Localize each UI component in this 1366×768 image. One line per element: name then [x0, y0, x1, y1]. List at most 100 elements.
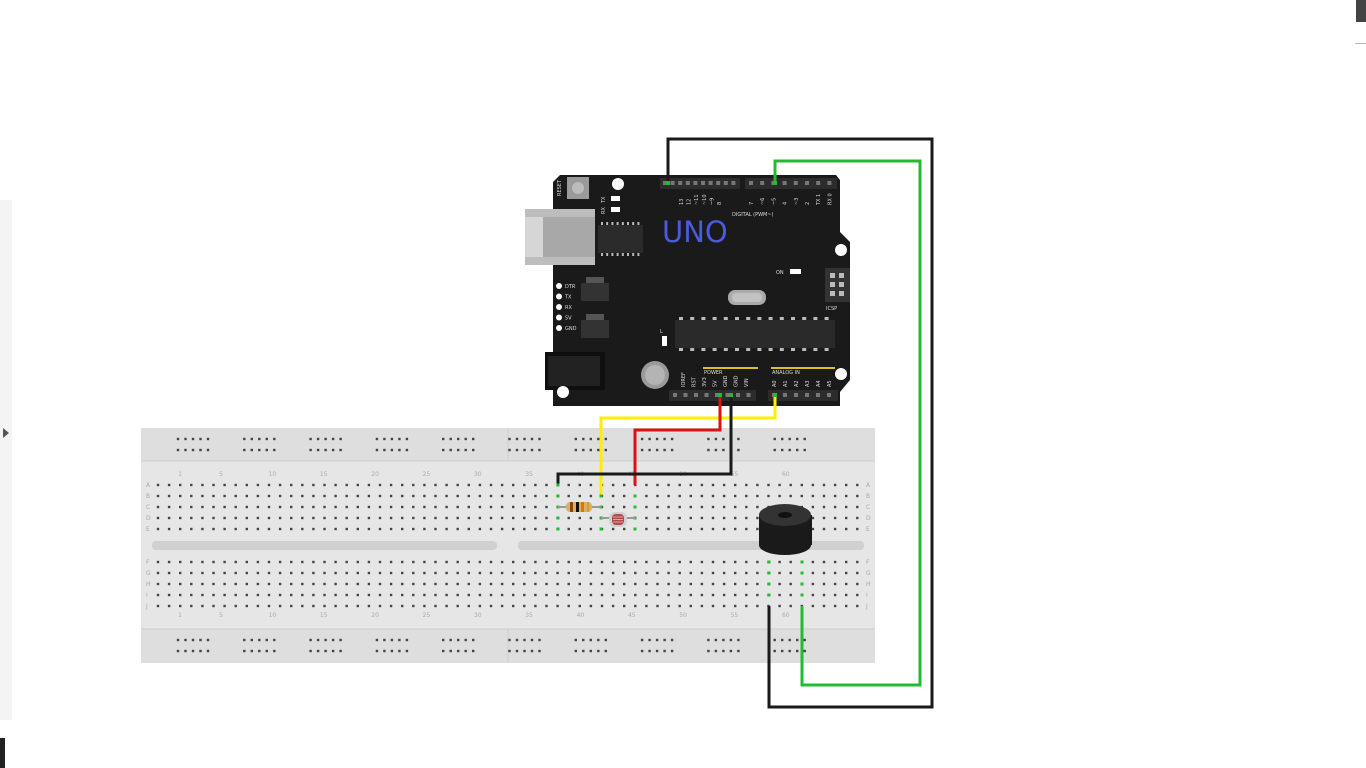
power-pin-label: GND — [723, 375, 729, 387]
reset-label: RESET — [557, 179, 563, 196]
mount-hole — [612, 178, 624, 190]
expand-panel-arrow-icon[interactable] — [3, 428, 9, 438]
column-number: 25 — [423, 471, 431, 478]
board-model-label: UNO — [662, 215, 728, 249]
mount-hole — [835, 244, 847, 256]
column-number: 35 — [525, 612, 533, 619]
resistor[interactable] — [558, 502, 601, 512]
side-led-label: RX — [565, 305, 572, 311]
column-number: 60 — [782, 612, 790, 619]
column-number: 40 — [577, 612, 585, 619]
side-led-label: TX — [564, 295, 572, 301]
column-number: 35 — [525, 471, 533, 478]
row-label: B — [866, 493, 870, 500]
tx-led — [611, 196, 620, 201]
analog-pin-label: A5 — [827, 380, 833, 387]
column-number: 1 — [178, 471, 182, 478]
column-number: 50 — [679, 612, 687, 619]
wires[interactable] — [556, 137, 934, 709]
photoresistor[interactable] — [601, 512, 635, 527]
mount-hole — [835, 368, 847, 380]
wire-black-gnd-to-breadboard — [556, 396, 733, 485]
rx-led — [611, 207, 620, 212]
row-label: F — [146, 559, 150, 566]
status-led — [556, 314, 562, 321]
power-pin-label: GND — [734, 375, 740, 387]
power-pin-label: 3V3 — [702, 377, 708, 387]
digital-pin-label: ~11 — [694, 194, 700, 205]
digital-pin-label: ~10 — [702, 194, 708, 205]
side-led-label: DTR — [565, 284, 576, 290]
row-label: D — [866, 515, 871, 522]
row-label: A — [146, 482, 151, 489]
digital-pin-label: 2 — [805, 202, 811, 205]
rx-label: RX — [601, 207, 607, 214]
piezo-buzzer[interactable] — [759, 504, 812, 555]
column-number: 25 — [423, 612, 431, 619]
column-number: 5 — [219, 612, 223, 619]
column-number: 55 — [731, 612, 739, 619]
top-right-divider — [1355, 43, 1366, 44]
l-label: L — [660, 329, 663, 335]
row-label: J — [865, 603, 868, 610]
power-pin-label: VIN — [744, 378, 750, 387]
analog-pin-label: A1 — [783, 380, 789, 387]
digital-pin-label: ~6 — [760, 198, 766, 205]
row-label: E — [866, 526, 870, 533]
column-number: 30 — [474, 612, 482, 619]
power-pin-label: RST — [692, 376, 698, 387]
column-number: 10 — [269, 612, 277, 619]
digital-pin-label: ~9 — [709, 198, 715, 205]
center-channel-right — [518, 541, 864, 550]
status-led — [556, 325, 562, 331]
on-label: ON — [776, 270, 784, 276]
icsp-header — [825, 268, 850, 302]
mount-hole — [557, 386, 569, 398]
column-number: 45 — [628, 612, 636, 619]
column-number: 5 — [219, 471, 223, 478]
status-led — [556, 304, 562, 310]
column-number: 10 — [269, 471, 277, 478]
on-led — [790, 269, 801, 274]
side-status-leds: DTR TX RX 5V GND — [556, 283, 577, 332]
status-led — [556, 293, 562, 300]
row-label: D — [146, 515, 151, 522]
row-label: C — [866, 504, 870, 511]
row-label: E — [146, 526, 150, 533]
left-panel-strip — [0, 200, 12, 720]
column-number: 60 — [782, 471, 790, 478]
wire-red-5v-to-breadboard — [633, 396, 722, 485]
breadboard: 1155101015152020252530303535404045455050… — [141, 428, 875, 663]
side-led-label: 5V — [565, 316, 572, 322]
wire-black-gnd-to-buzzer — [666, 137, 934, 709]
analog-label: ANALOG IN — [772, 370, 800, 376]
usb-chip — [598, 225, 643, 253]
row-label: G — [146, 570, 151, 577]
analog-pin-label: A2 — [794, 380, 800, 387]
row-label: A — [866, 482, 871, 489]
column-number: 15 — [320, 471, 328, 478]
column-number: 55 — [731, 471, 739, 478]
bottom-left-marker — [0, 738, 5, 768]
digital-pin-label: 8 — [717, 202, 723, 205]
wire-green-pin5-to-buzzer — [773, 159, 922, 687]
analog-pin-label: A0 — [772, 380, 778, 387]
column-number: 15 — [320, 612, 328, 619]
row-label: J — [145, 603, 148, 610]
row-label: C — [146, 504, 150, 511]
wire-yellow-a0-to-breadboard — [599, 396, 777, 495]
power-pin-label: IOREF — [681, 372, 687, 387]
top-right-scroll-handle[interactable] — [1356, 0, 1366, 22]
row-label: I — [866, 592, 868, 599]
power-header — [669, 390, 756, 401]
digital-pin-label: ~3 — [794, 198, 800, 205]
row-label: G — [866, 570, 871, 577]
center-channel-left — [152, 541, 497, 550]
digital-pin-label: RX 0 — [827, 193, 833, 205]
status-led — [556, 283, 562, 289]
column-number: 20 — [371, 471, 379, 478]
tx-label: TX — [601, 196, 607, 204]
side-led-label: GND — [565, 326, 577, 332]
